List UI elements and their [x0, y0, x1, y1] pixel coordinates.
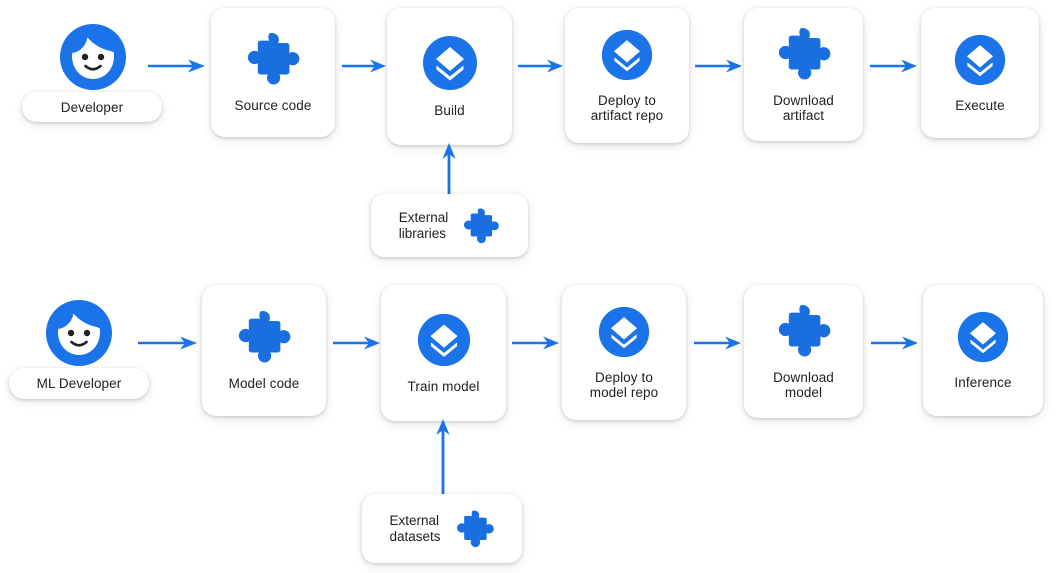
layers-deploy-icon — [953, 33, 1007, 87]
puzzle-piece-icon — [776, 26, 832, 82]
layers-deploy-icon — [956, 310, 1010, 364]
node-external-libraries[interactable]: External libraries — [371, 194, 528, 257]
actor-label-developer: Developer — [22, 92, 162, 122]
node-source-code[interactable]: Source code — [211, 8, 335, 137]
node-train-model[interactable]: Train model — [381, 285, 506, 421]
person-avatar-icon — [44, 298, 114, 368]
node-deploy-model-repo[interactable]: Deploy to model repo — [562, 285, 686, 420]
arrow-deploy-to-download-model — [694, 336, 742, 350]
arrow-deploy-to-download-artifact — [695, 59, 743, 73]
node-label: Inference — [954, 375, 1012, 391]
arrow-build-to-deploy-artifact-repo — [518, 59, 564, 73]
layers-deploy-icon — [416, 312, 472, 368]
layers-deploy-icon — [600, 28, 654, 82]
actor-label-text: ML Developer — [36, 376, 122, 391]
node-download-model[interactable]: Download model — [744, 285, 863, 418]
arrow-download-model-to-inference — [871, 336, 919, 350]
arrow-source-code-to-build — [342, 59, 387, 73]
node-label: Model code — [228, 376, 300, 392]
arrow-model-code-to-train-model — [333, 336, 381, 350]
arrow-train-model-to-deploy-model-repo — [512, 336, 560, 350]
node-external-datasets[interactable]: External datasets — [362, 494, 522, 563]
person-avatar-icon — [58, 22, 128, 92]
layers-deploy-icon — [421, 34, 479, 92]
node-deploy-artifact-repo[interactable]: Deploy to artifact repo — [565, 8, 689, 143]
node-label: Build — [434, 103, 465, 119]
actor-label-text: Developer — [60, 99, 124, 115]
node-label: Download artifact — [773, 92, 834, 124]
node-model-code[interactable]: Model code — [202, 285, 326, 416]
node-download-artifact[interactable]: Download artifact — [744, 8, 863, 141]
node-build[interactable]: Build — [387, 8, 512, 145]
puzzle-piece-icon — [245, 31, 301, 87]
puzzle-piece-icon — [776, 303, 832, 359]
node-label: Download model — [773, 369, 834, 401]
node-label: Train model — [407, 378, 480, 394]
puzzle-piece-icon — [455, 509, 495, 549]
external-datasets-label: External datasets — [389, 512, 441, 544]
arrow-external-libraries-to-build — [441, 143, 457, 199]
arrow-ml-developer-to-model-code — [138, 336, 198, 350]
arrow-download-artifact-to-execute — [870, 59, 918, 73]
node-label: Deploy to model repo — [589, 369, 659, 401]
node-label: Deploy to artifact repo — [590, 92, 664, 124]
actor-label-ml-developer: ML Developer — [9, 368, 149, 399]
node-label: Source code — [234, 98, 312, 114]
node-execute[interactable]: Execute — [921, 8, 1039, 138]
external-libraries-label: External libraries — [398, 209, 449, 241]
layers-deploy-icon — [597, 305, 651, 359]
puzzle-piece-icon — [236, 309, 292, 365]
node-label: Execute — [955, 97, 1005, 113]
arrow-external-datasets-to-train-model — [435, 419, 451, 497]
puzzle-piece-icon — [462, 207, 500, 245]
node-inference[interactable]: Inference — [923, 285, 1043, 416]
arrow-developer-to-source-code — [148, 59, 206, 73]
